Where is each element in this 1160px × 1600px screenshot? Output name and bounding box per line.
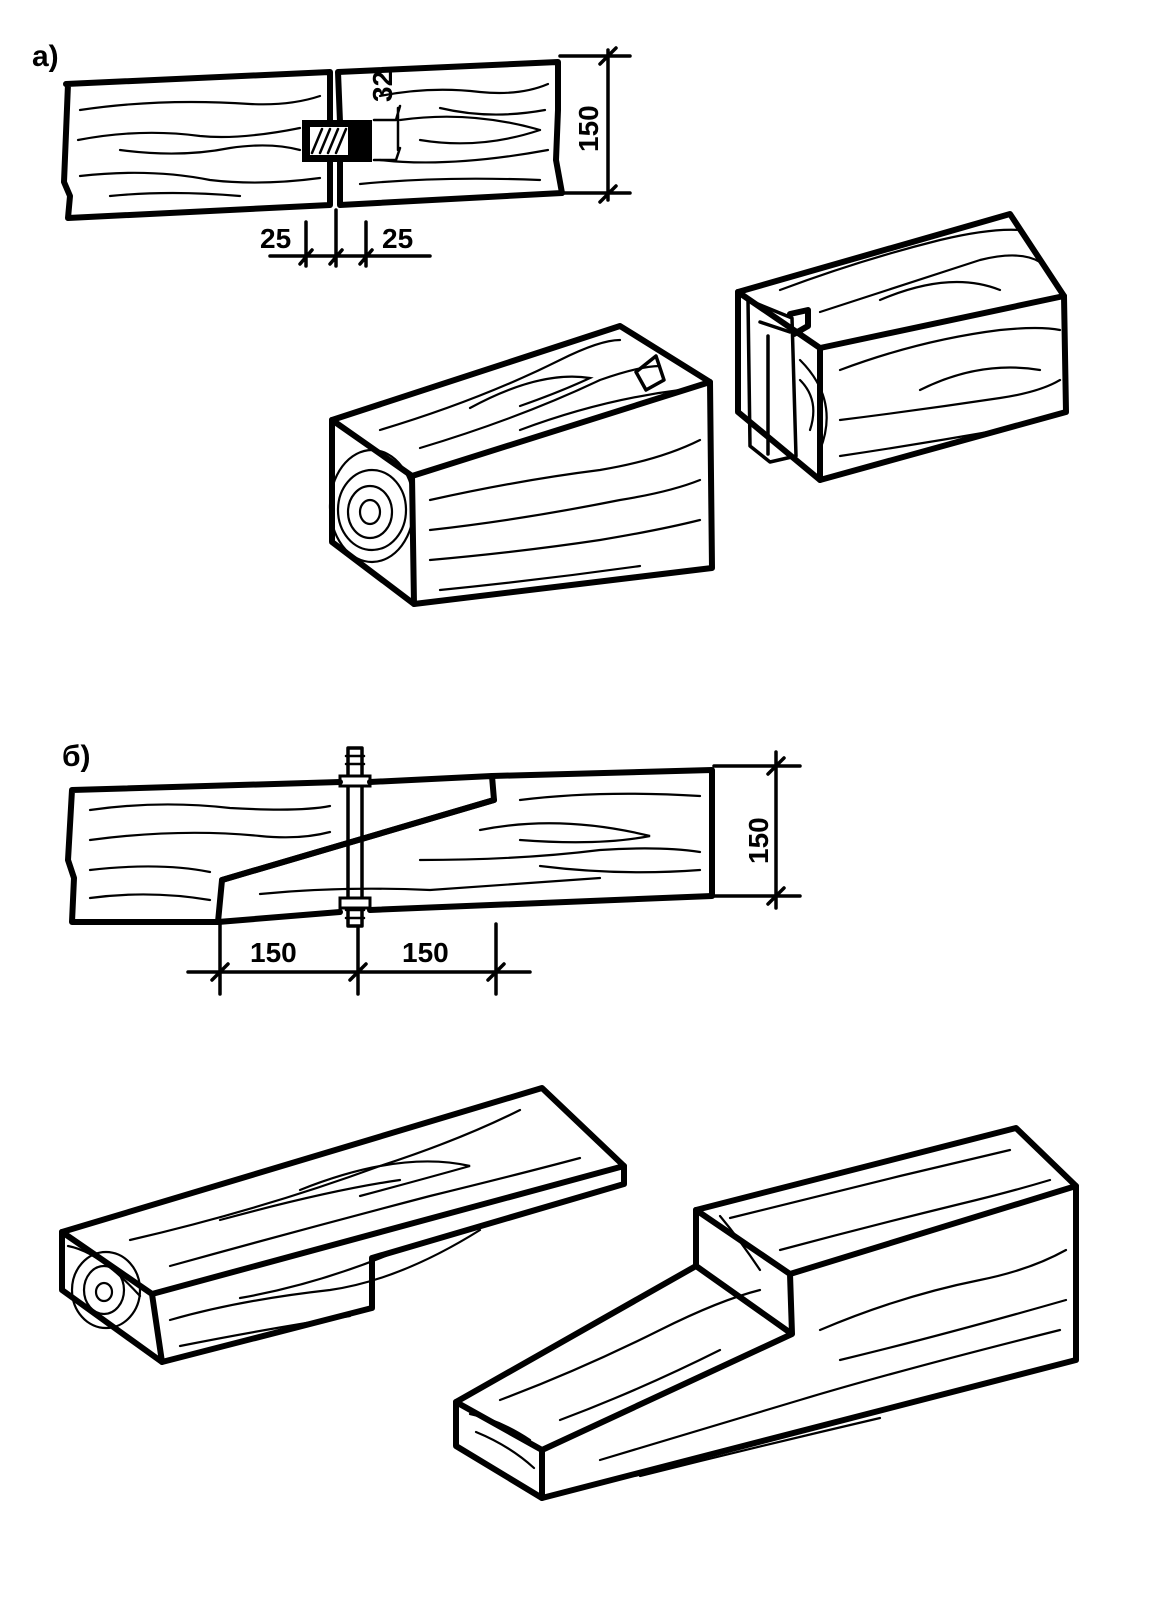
figure-b-isometric-left <box>59 1085 627 1365</box>
iso-a-right-edges <box>735 289 1067 483</box>
figure-b-left-piece <box>65 773 497 925</box>
iso-a-left-outline <box>329 323 715 607</box>
figure-b-length-dim-line <box>186 922 532 996</box>
iso-a-left-top-grain <box>378 338 682 450</box>
iso-a-right-outline <box>735 211 1069 483</box>
iso-a-left-slot <box>634 354 666 392</box>
figure-b-height-dim: 150 <box>743 817 774 864</box>
iso-b-right-edges <box>453 1183 1079 1501</box>
figure-b-right-length-dim: 150 <box>402 937 449 968</box>
figure-a-right-beam <box>335 59 565 208</box>
figure-b-bolt-washer-top <box>338 774 372 788</box>
iso-a-right-tongue-detail <box>758 320 792 456</box>
iso-b-left-outline <box>59 1085 627 1365</box>
iso-a-right-tongue <box>746 298 798 464</box>
figure-b-right-piece <box>215 767 715 925</box>
figure-b-bolt-washer-bottom <box>338 896 372 910</box>
figure-a-key-hatch <box>310 127 348 155</box>
figure-b-bolt <box>346 746 364 928</box>
iso-a-right-lip <box>787 307 811 337</box>
figure-a-tenon-dim-line <box>372 104 402 162</box>
figure-a-tenon-dim: 32 <box>367 71 398 102</box>
iso-a-right-end-rings <box>798 358 828 452</box>
figure-b-isometric-right <box>453 1125 1079 1501</box>
figure-a-label: а) <box>32 40 59 73</box>
figure-a-isometric-left <box>328 323 715 607</box>
figure-a-left-offset-dim: 25 <box>260 223 291 254</box>
figure-a-height-dim: 150 <box>573 105 604 152</box>
figure-a-isometric-right <box>735 211 1069 483</box>
figure-b-label: б) <box>62 740 91 773</box>
figure-a-left-beam <box>61 69 333 221</box>
iso-b-left-top-grain <box>128 1108 582 1268</box>
iso-b-right-side-grain <box>598 1214 1068 1478</box>
iso-a-right-top-grain <box>778 228 1042 314</box>
figure-a-right-offset-dim: 25 <box>382 223 413 254</box>
iso-b-left-side-grain <box>168 1228 482 1348</box>
iso-b-right-top-grain <box>498 1148 1052 1422</box>
figure-b-height-dim-line <box>712 750 802 910</box>
iso-b-left-edges <box>59 1163 627 1365</box>
iso-b-left-end-rings <box>66 1244 142 1330</box>
figure-a-height-dim-line <box>558 46 632 204</box>
iso-a-left-end-rings <box>328 448 416 564</box>
iso-a-left-side-grain <box>428 438 702 592</box>
figure-b-left-length-dim: 150 <box>250 937 297 968</box>
figure-a-right-grain <box>358 82 550 186</box>
iso-a-right-side-grain <box>838 326 1062 458</box>
figure-b-elevation: б) 150 150 150 <box>62 740 802 996</box>
figure-b-grain <box>88 792 702 902</box>
iso-b-right-end-grain <box>468 1412 536 1470</box>
figure-b-bolt-threads <box>344 754 366 920</box>
figure-a-offset-dim-line <box>268 208 432 268</box>
figure-a-elevation: а) 150 32 <box>32 40 632 268</box>
figure-a-left-grain <box>76 94 322 198</box>
iso-a-left-edges <box>329 379 713 607</box>
